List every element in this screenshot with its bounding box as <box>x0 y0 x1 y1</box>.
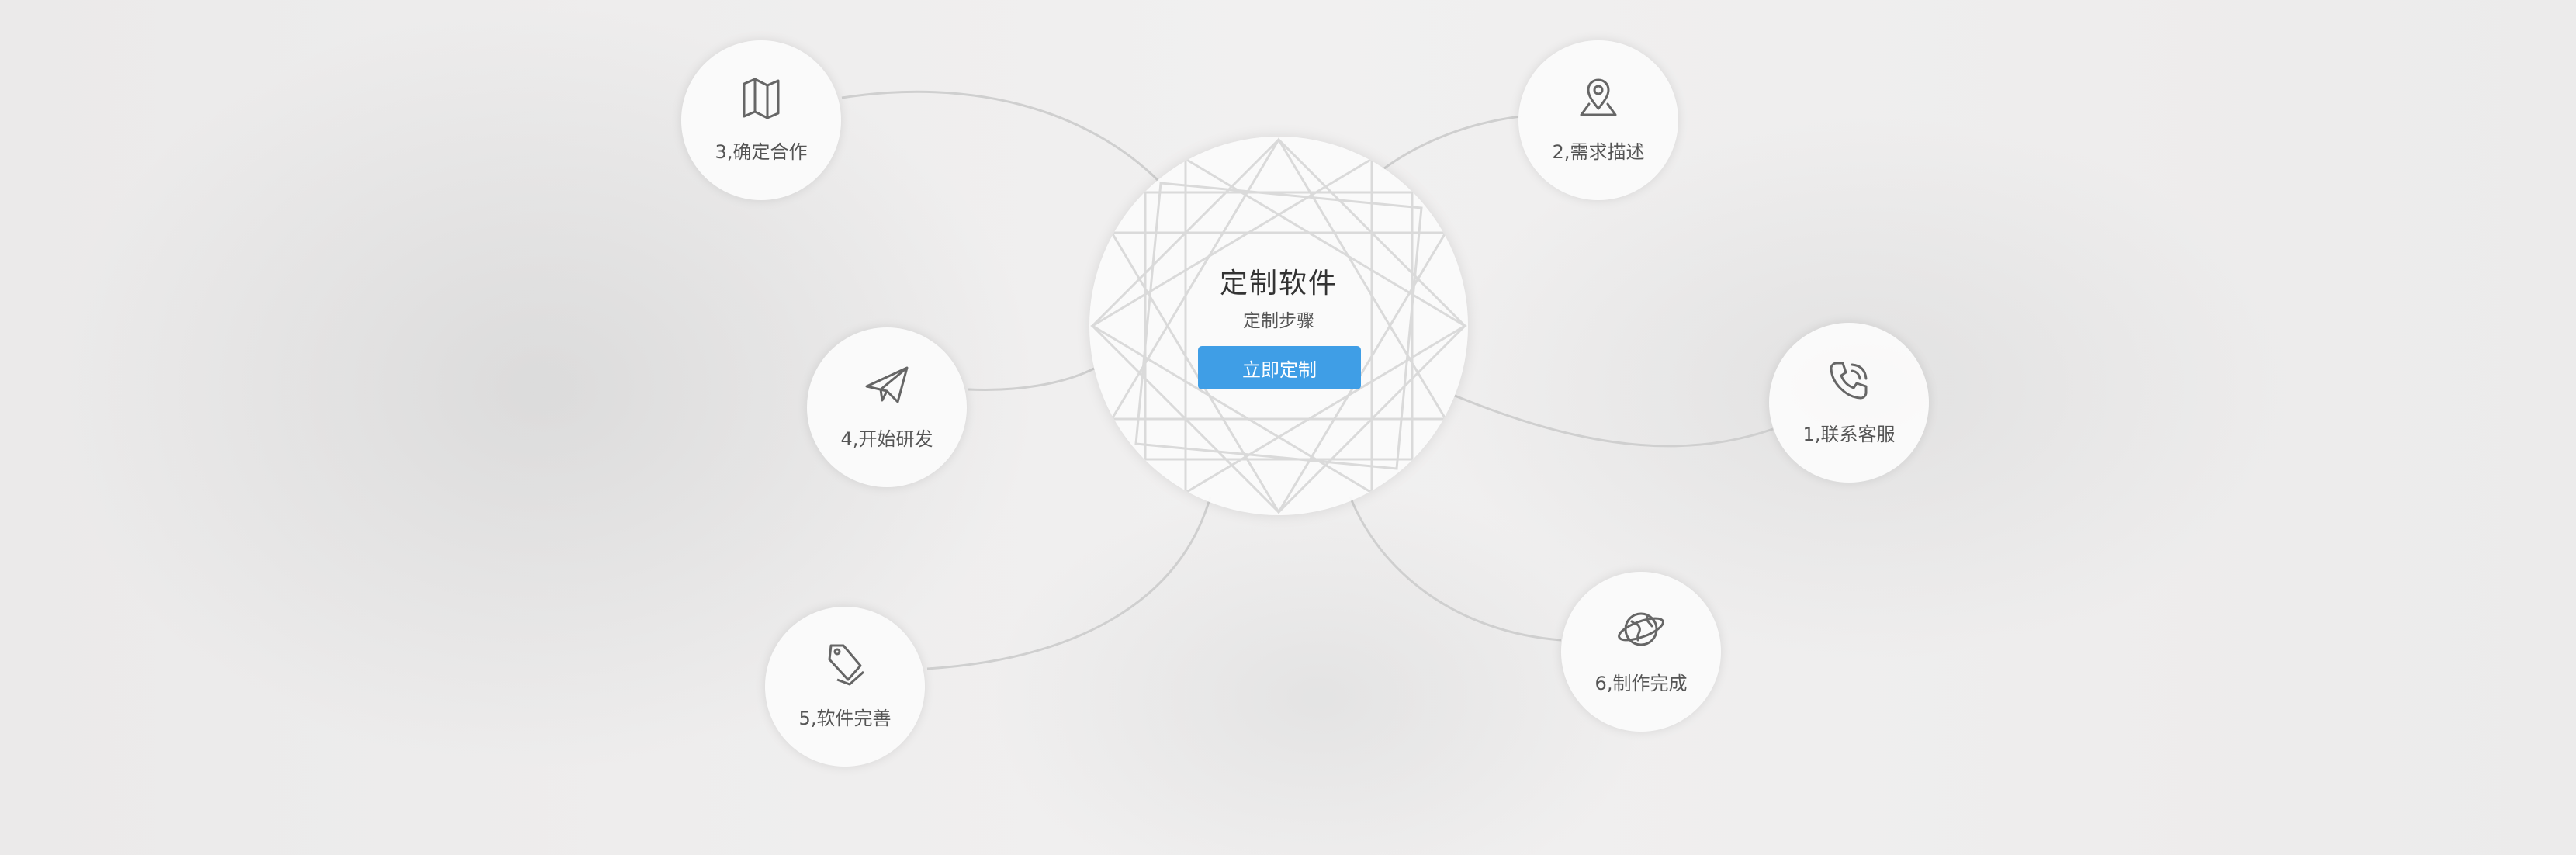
hub-title: 定制软件 <box>1219 268 1338 299</box>
step-label: 1,联系客服 <box>1802 424 1896 445</box>
step-requirements[interactable]: 2,需求描述 <box>1518 40 1678 200</box>
map-icon <box>738 74 784 121</box>
step-contact-service[interactable]: 1,联系客服 <box>1769 323 1929 483</box>
paper-plane-icon <box>864 362 910 408</box>
step-label: 6,制作完成 <box>1594 673 1688 694</box>
step-software-refinement[interactable]: 5,软件完善 <box>765 607 925 767</box>
location-pin-icon <box>1575 74 1622 121</box>
geometric-pattern <box>1090 137 1467 514</box>
globe-icon <box>1618 606 1664 652</box>
step-label: 2,需求描述 <box>1552 141 1645 163</box>
custom-software-hub: 定制软件 定制步骤 立即定制 <box>1089 137 1468 515</box>
step-label: 3,确定合作 <box>715 141 808 163</box>
phone-icon <box>1826 357 1872 403</box>
step-start-development[interactable]: 4,开始研发 <box>807 327 967 487</box>
hub-subtitle: 定制步骤 <box>1243 311 1314 331</box>
step-label: 5,软件完善 <box>798 708 892 729</box>
step-confirm-cooperation[interactable]: 3,确定合作 <box>681 40 841 200</box>
customize-now-button[interactable]: 立即定制 <box>1198 346 1361 389</box>
step-label: 4,开始研发 <box>840 428 933 450</box>
price-tag-icon <box>822 641 868 687</box>
step-completion[interactable]: 6,制作完成 <box>1561 572 1721 732</box>
